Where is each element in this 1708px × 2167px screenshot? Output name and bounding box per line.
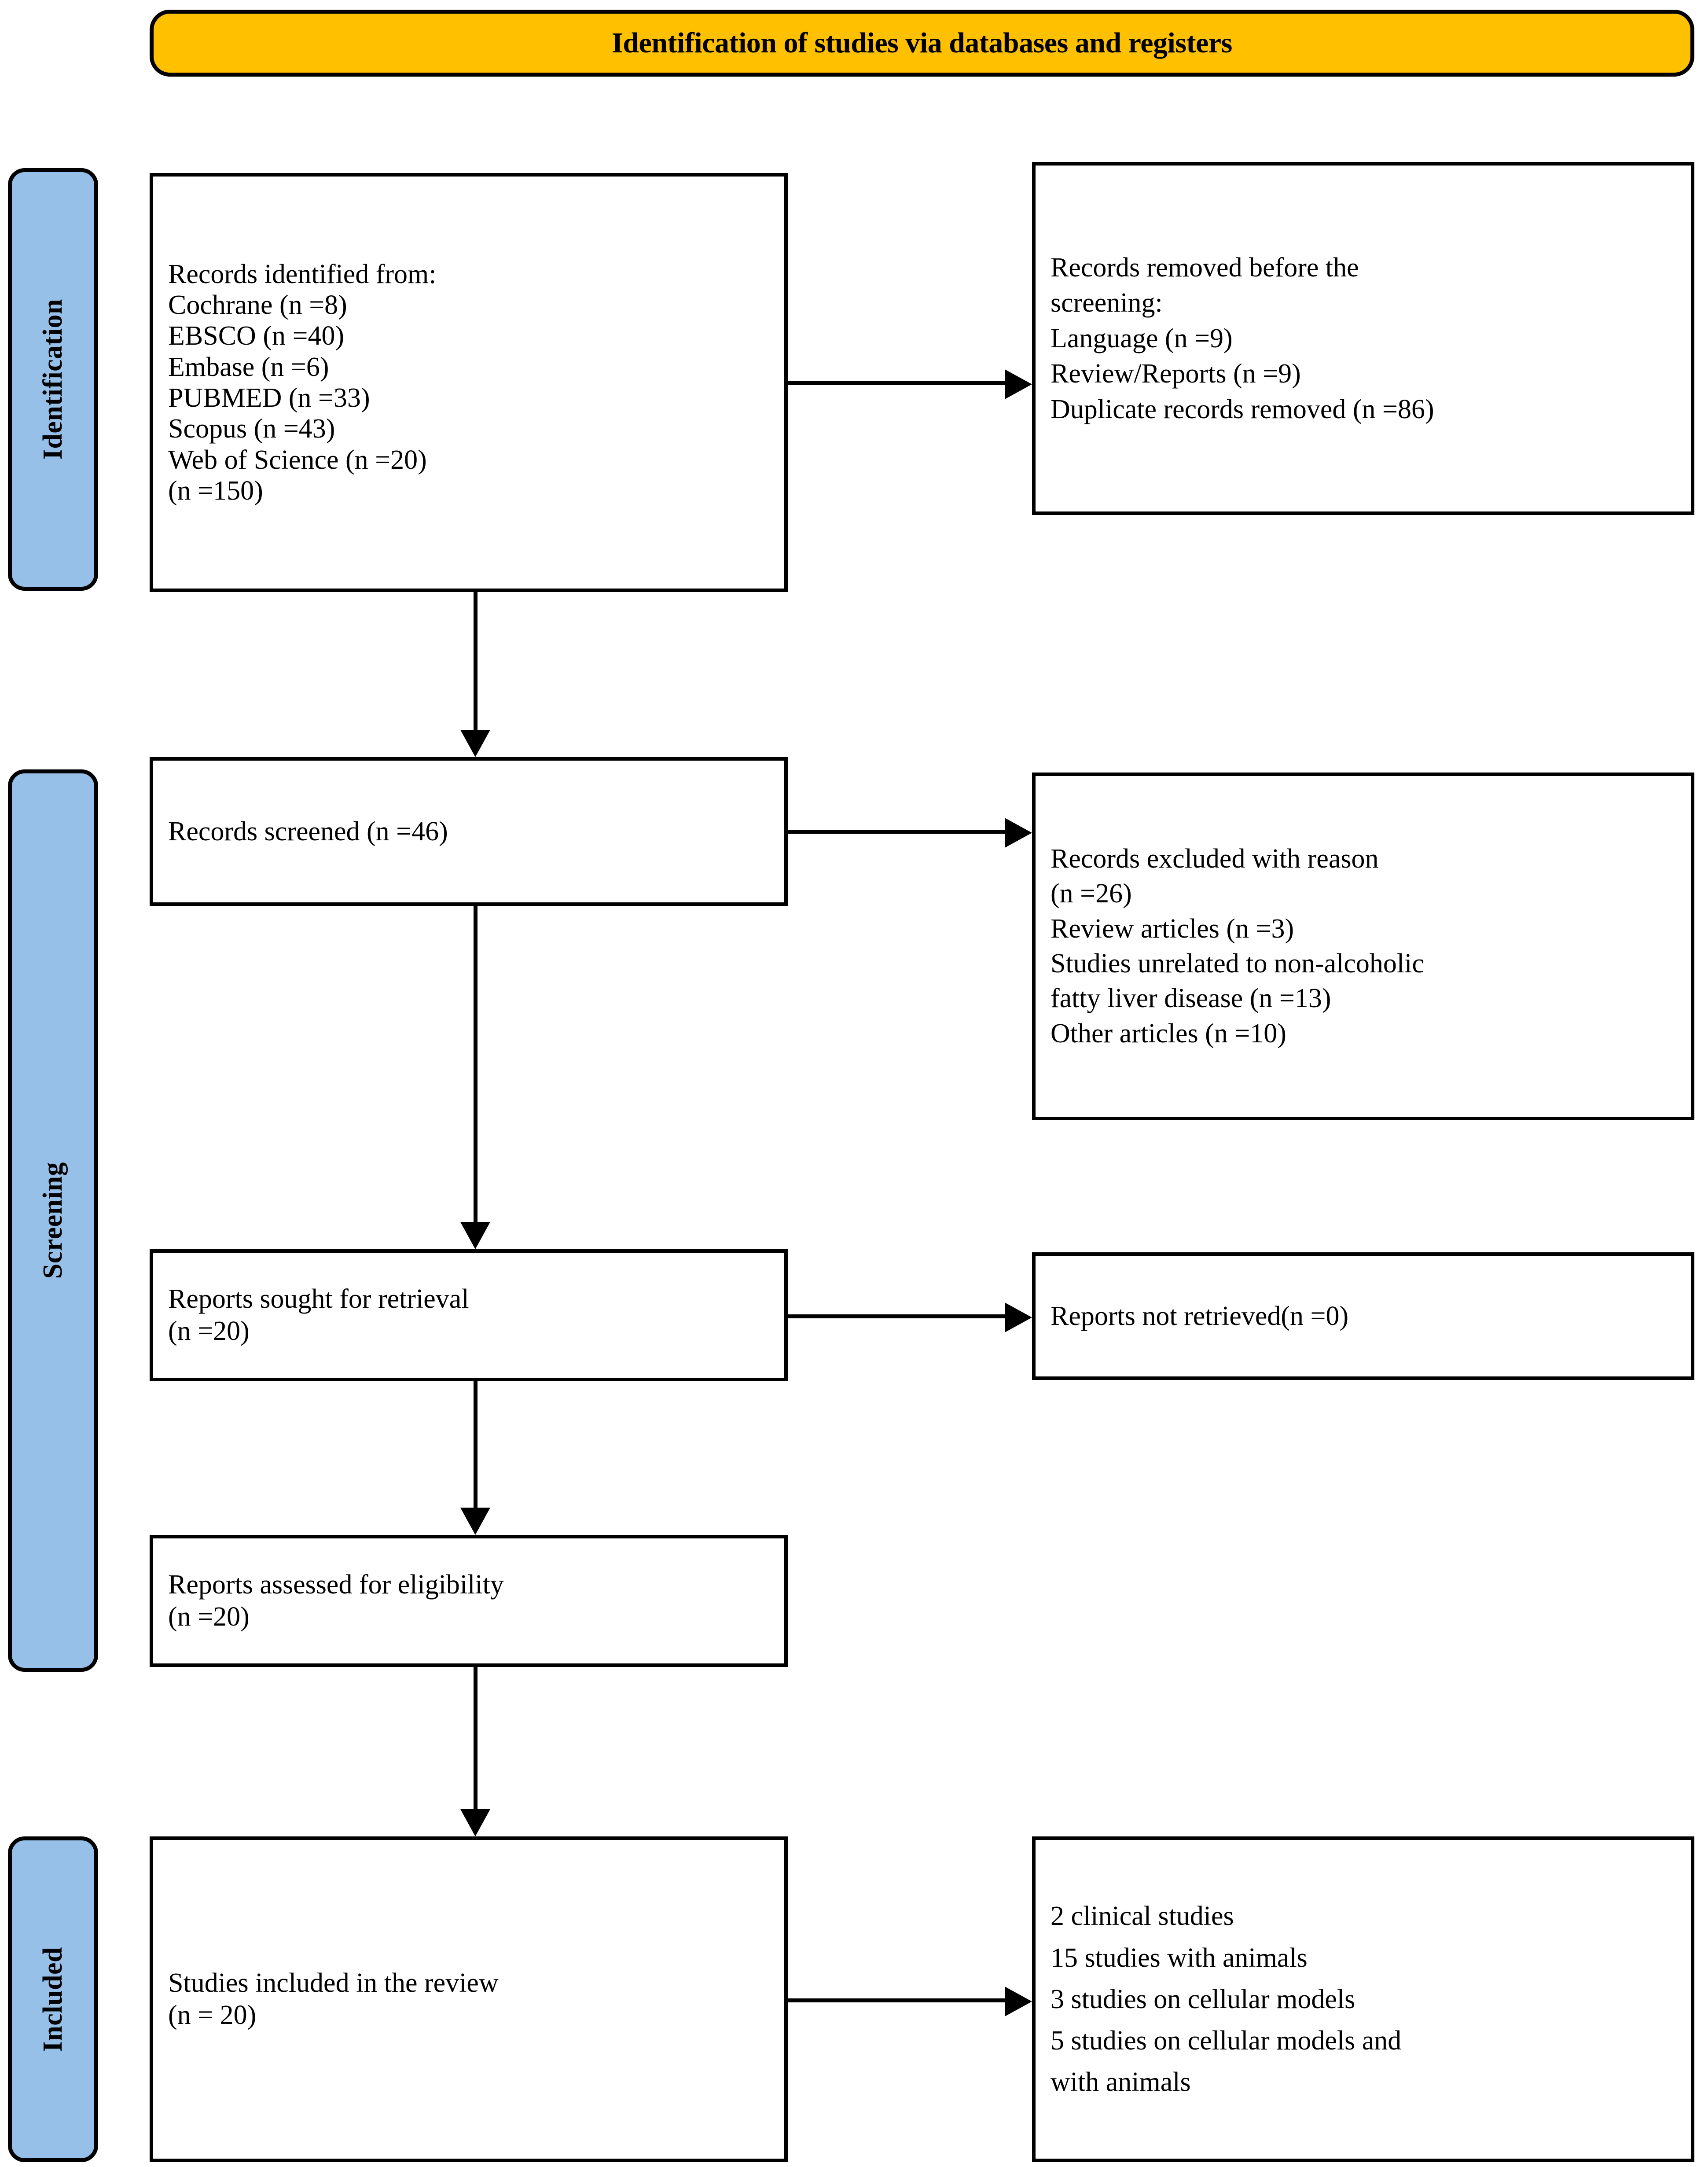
reports-eligibility-line-0: Reports assessed for eligibility	[168, 1570, 504, 1600]
arrow-right-icon-included-to-breakdown	[1005, 1987, 1032, 2016]
included-breakdown-line-0: 2 clinical studies	[1051, 1901, 1234, 1932]
connector-sought-to-eligibility	[474, 1381, 478, 1508]
connector-screened-to-sought	[474, 906, 478, 1222]
box-studies-included: Studies included in the review (n = 20)	[150, 1836, 788, 2162]
studies-included-line-1: (n = 20)	[168, 2000, 257, 2030]
connector-sought-to-not-retrieved	[788, 1314, 1006, 1318]
records-identified-line-7: (n =150)	[168, 476, 263, 506]
included-breakdown-line-2: 3 studies on cellular models	[1051, 1984, 1355, 2014]
stage-label-identification-text: Identification	[38, 299, 68, 460]
reports-sought-line-0: Reports sought for retrieval	[168, 1284, 469, 1314]
arrow-right-icon-sought-to-not-retrieved	[1005, 1302, 1032, 1332]
included-breakdown-line-4: with animals	[1051, 2067, 1191, 2097]
records-excluded-line-0: Records excluded with reason	[1051, 843, 1379, 874]
records-removed-line-0: Records removed before the	[1051, 252, 1359, 283]
stage-label-screening: Screening	[8, 769, 98, 1672]
arrow-down-icon-identified-to-screened	[460, 730, 490, 757]
connector-screened-to-excluded	[788, 830, 1006, 834]
reports-sought-line-1: (n =20)	[168, 1316, 250, 1346]
box-records-identified: Records identified from: Cochrane (n =8)…	[150, 173, 788, 592]
studies-included-line-0: Studies included in the review	[168, 1968, 499, 1998]
connector-identified-to-removed	[788, 381, 1006, 385]
box-reports-sought: Reports sought for retrieval (n =20)	[150, 1249, 788, 1381]
box-records-screened: Records screened (n =46)	[150, 757, 788, 906]
records-identified-line-1: Cochrane (n =8)	[168, 290, 347, 320]
included-breakdown-line-3: 5 studies on cellular models and	[1051, 2026, 1402, 2056]
records-identified-line-4: PUBMED (n =33)	[168, 383, 370, 413]
records-removed-line-1: screening:	[1051, 288, 1163, 318]
arrow-right-icon-identified-to-removed	[1005, 369, 1032, 399]
records-excluded-line-1: (n =26)	[1051, 879, 1132, 909]
records-excluded-line-4: fatty liver disease (n =13)	[1051, 983, 1331, 1014]
box-reports-assessed-eligibility: Reports assessed for eligibility (n =20)	[150, 1535, 788, 1667]
records-excluded-line-2: Review articles (n =3)	[1051, 913, 1294, 944]
records-identified-line-2: EBSCO (n =40)	[168, 321, 345, 351]
stage-label-identification: Identification	[8, 168, 98, 591]
reports-not-retrieved-line-0: Reports not retrieved(n =0)	[1051, 1301, 1349, 1331]
diagram-header-banner: Identification of studies via databases …	[150, 10, 1694, 77]
records-identified-line-0: Records identified from:	[168, 259, 437, 289]
arrow-down-icon-screened-to-sought	[460, 1222, 490, 1249]
arrow-down-icon-sought-to-eligibility	[460, 1508, 490, 1535]
connector-included-to-breakdown	[788, 1998, 1006, 2002]
stage-label-included: Included	[8, 1836, 98, 2162]
records-identified-line-6: Web of Science (n =20)	[168, 445, 427, 475]
banner-title: Identification of studies via databases …	[612, 27, 1232, 59]
arrow-right-icon-screened-to-excluded	[1005, 818, 1032, 848]
records-excluded-line-5: Other articles (n =10)	[1051, 1018, 1286, 1049]
box-reports-not-retrieved: Reports not retrieved(n =0)	[1032, 1252, 1694, 1380]
box-records-excluded: Records excluded with reason (n =26) Rev…	[1032, 773, 1694, 1120]
records-screened-line-0: Records screened (n =46)	[168, 816, 448, 846]
reports-eligibility-line-1: (n =20)	[168, 1602, 250, 1632]
included-breakdown-line-1: 15 studies with animals	[1051, 1943, 1308, 1973]
box-records-removed: Records removed before the screening: La…	[1032, 162, 1694, 515]
records-identified-line-5: Scopus (n =43)	[168, 414, 335, 444]
connector-identified-to-screened	[474, 592, 478, 733]
arrow-down-icon-eligibility-to-included	[460, 1809, 490, 1836]
stage-label-screening-text: Screening	[38, 1162, 68, 1279]
records-identified-line-3: Embase (n =6)	[168, 352, 329, 382]
records-excluded-line-3: Studies unrelated to non-alcoholic	[1051, 949, 1424, 979]
stage-label-included-text: Included	[38, 1946, 68, 2052]
connector-eligibility-to-included	[474, 1667, 478, 1809]
box-included-breakdown: 2 clinical studies 15 studies with anima…	[1032, 1836, 1694, 2162]
records-removed-line-2: Language (n =9)	[1051, 323, 1233, 353]
records-removed-line-4: Duplicate records removed (n =86)	[1051, 394, 1434, 424]
records-removed-line-3: Review/Reports (n =9)	[1051, 359, 1301, 389]
